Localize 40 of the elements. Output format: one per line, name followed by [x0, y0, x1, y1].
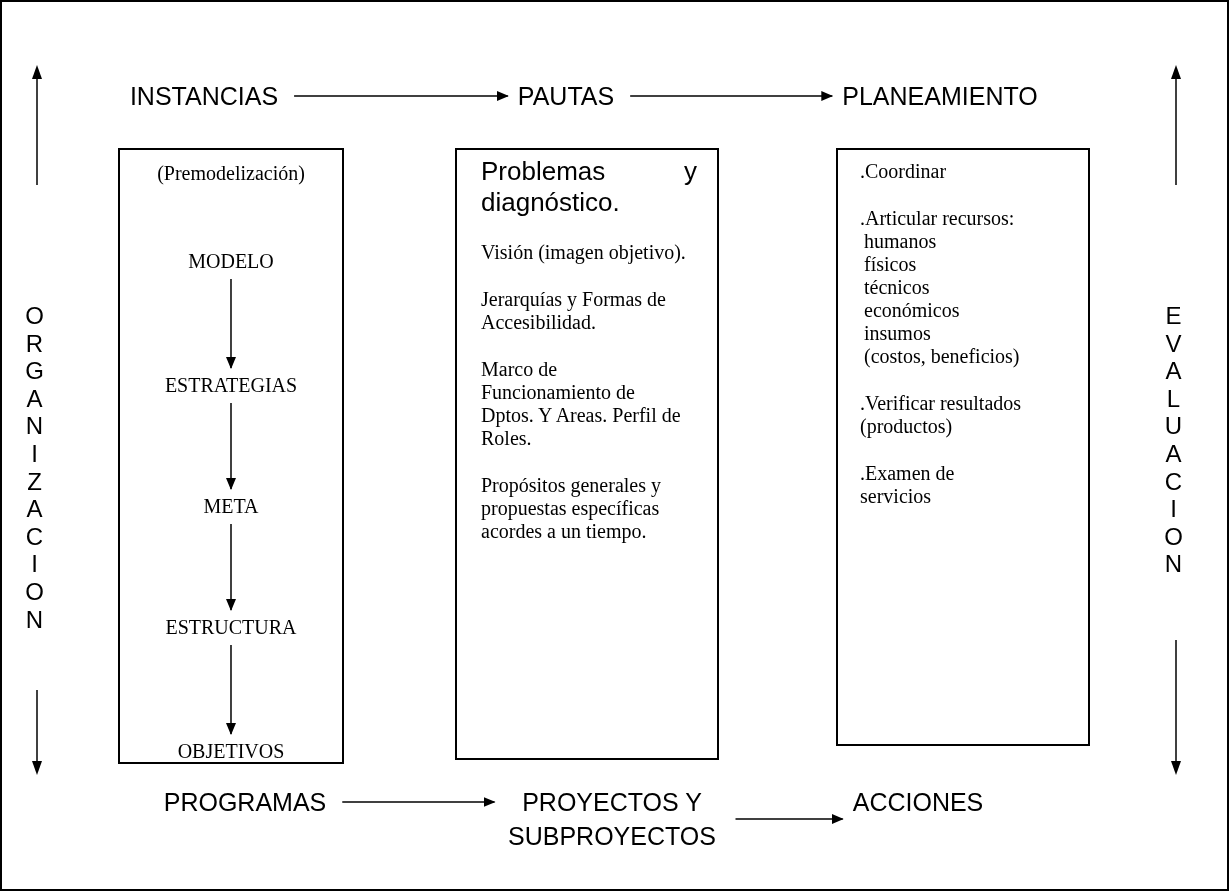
box-text: .Verificar resultados (productos) [860, 392, 1023, 438]
list-item: insumos [863, 322, 932, 345]
box-text: .Examen de servicios [860, 462, 956, 508]
stage-label: PAUTAS [517, 79, 615, 113]
box-text: Propósitos generales y propuestas específicas acordes a un tiempo. [481, 474, 662, 543]
arrow [734, 814, 844, 824]
stage-label: PROYECTOS Y SUBPROYECTOS [504, 785, 720, 853]
arrow [226, 402, 236, 490]
step-label: ESTRUCTURA [165, 616, 297, 639]
list-item: económicos [863, 299, 961, 322]
vertical-label: EVALUACION [1164, 302, 1183, 578]
arrow [226, 278, 236, 369]
arrow [341, 797, 496, 807]
step-label: META [203, 495, 259, 518]
box-text: Jerarquías y Formas de Accesibilidad. [481, 288, 667, 334]
step-label: ESTRATEGIAS [164, 374, 298, 397]
list-item: técnicos [863, 276, 931, 299]
content-box [836, 148, 1090, 746]
box-heading: (Premodelización) [156, 162, 306, 185]
arrow [226, 523, 236, 611]
arrow [629, 91, 834, 101]
list-item: (costos, beneficios) [863, 345, 1021, 368]
stage-label: PROGRAMAS [163, 785, 327, 819]
stage-label: PLANEAMIENTO [842, 79, 1038, 113]
stage-label: INSTANCIAS [129, 79, 279, 113]
arrow [293, 91, 509, 101]
content-box [455, 148, 719, 760]
box-text: .Coordinar [860, 160, 948, 183]
box-text: Visión (imagen objetivo). [481, 241, 687, 264]
box-heading: Problemas y diagnóstico. [481, 156, 697, 218]
stage-label: ACCIONES [852, 785, 984, 819]
vertical-label: ORGANIZACION [25, 302, 44, 634]
box-text: Marco de Funcionamiento de Dptos. Y Areas. Perfil de Roles. [481, 358, 682, 450]
step-label: OBJETIVOS [177, 740, 285, 763]
box-text: .Articular recursos: [860, 207, 1016, 230]
arrow [226, 644, 236, 735]
step-label: MODELO [188, 250, 274, 273]
content-box [118, 148, 344, 764]
list-item: humanos [863, 230, 938, 253]
list-item: físicos [863, 253, 918, 276]
